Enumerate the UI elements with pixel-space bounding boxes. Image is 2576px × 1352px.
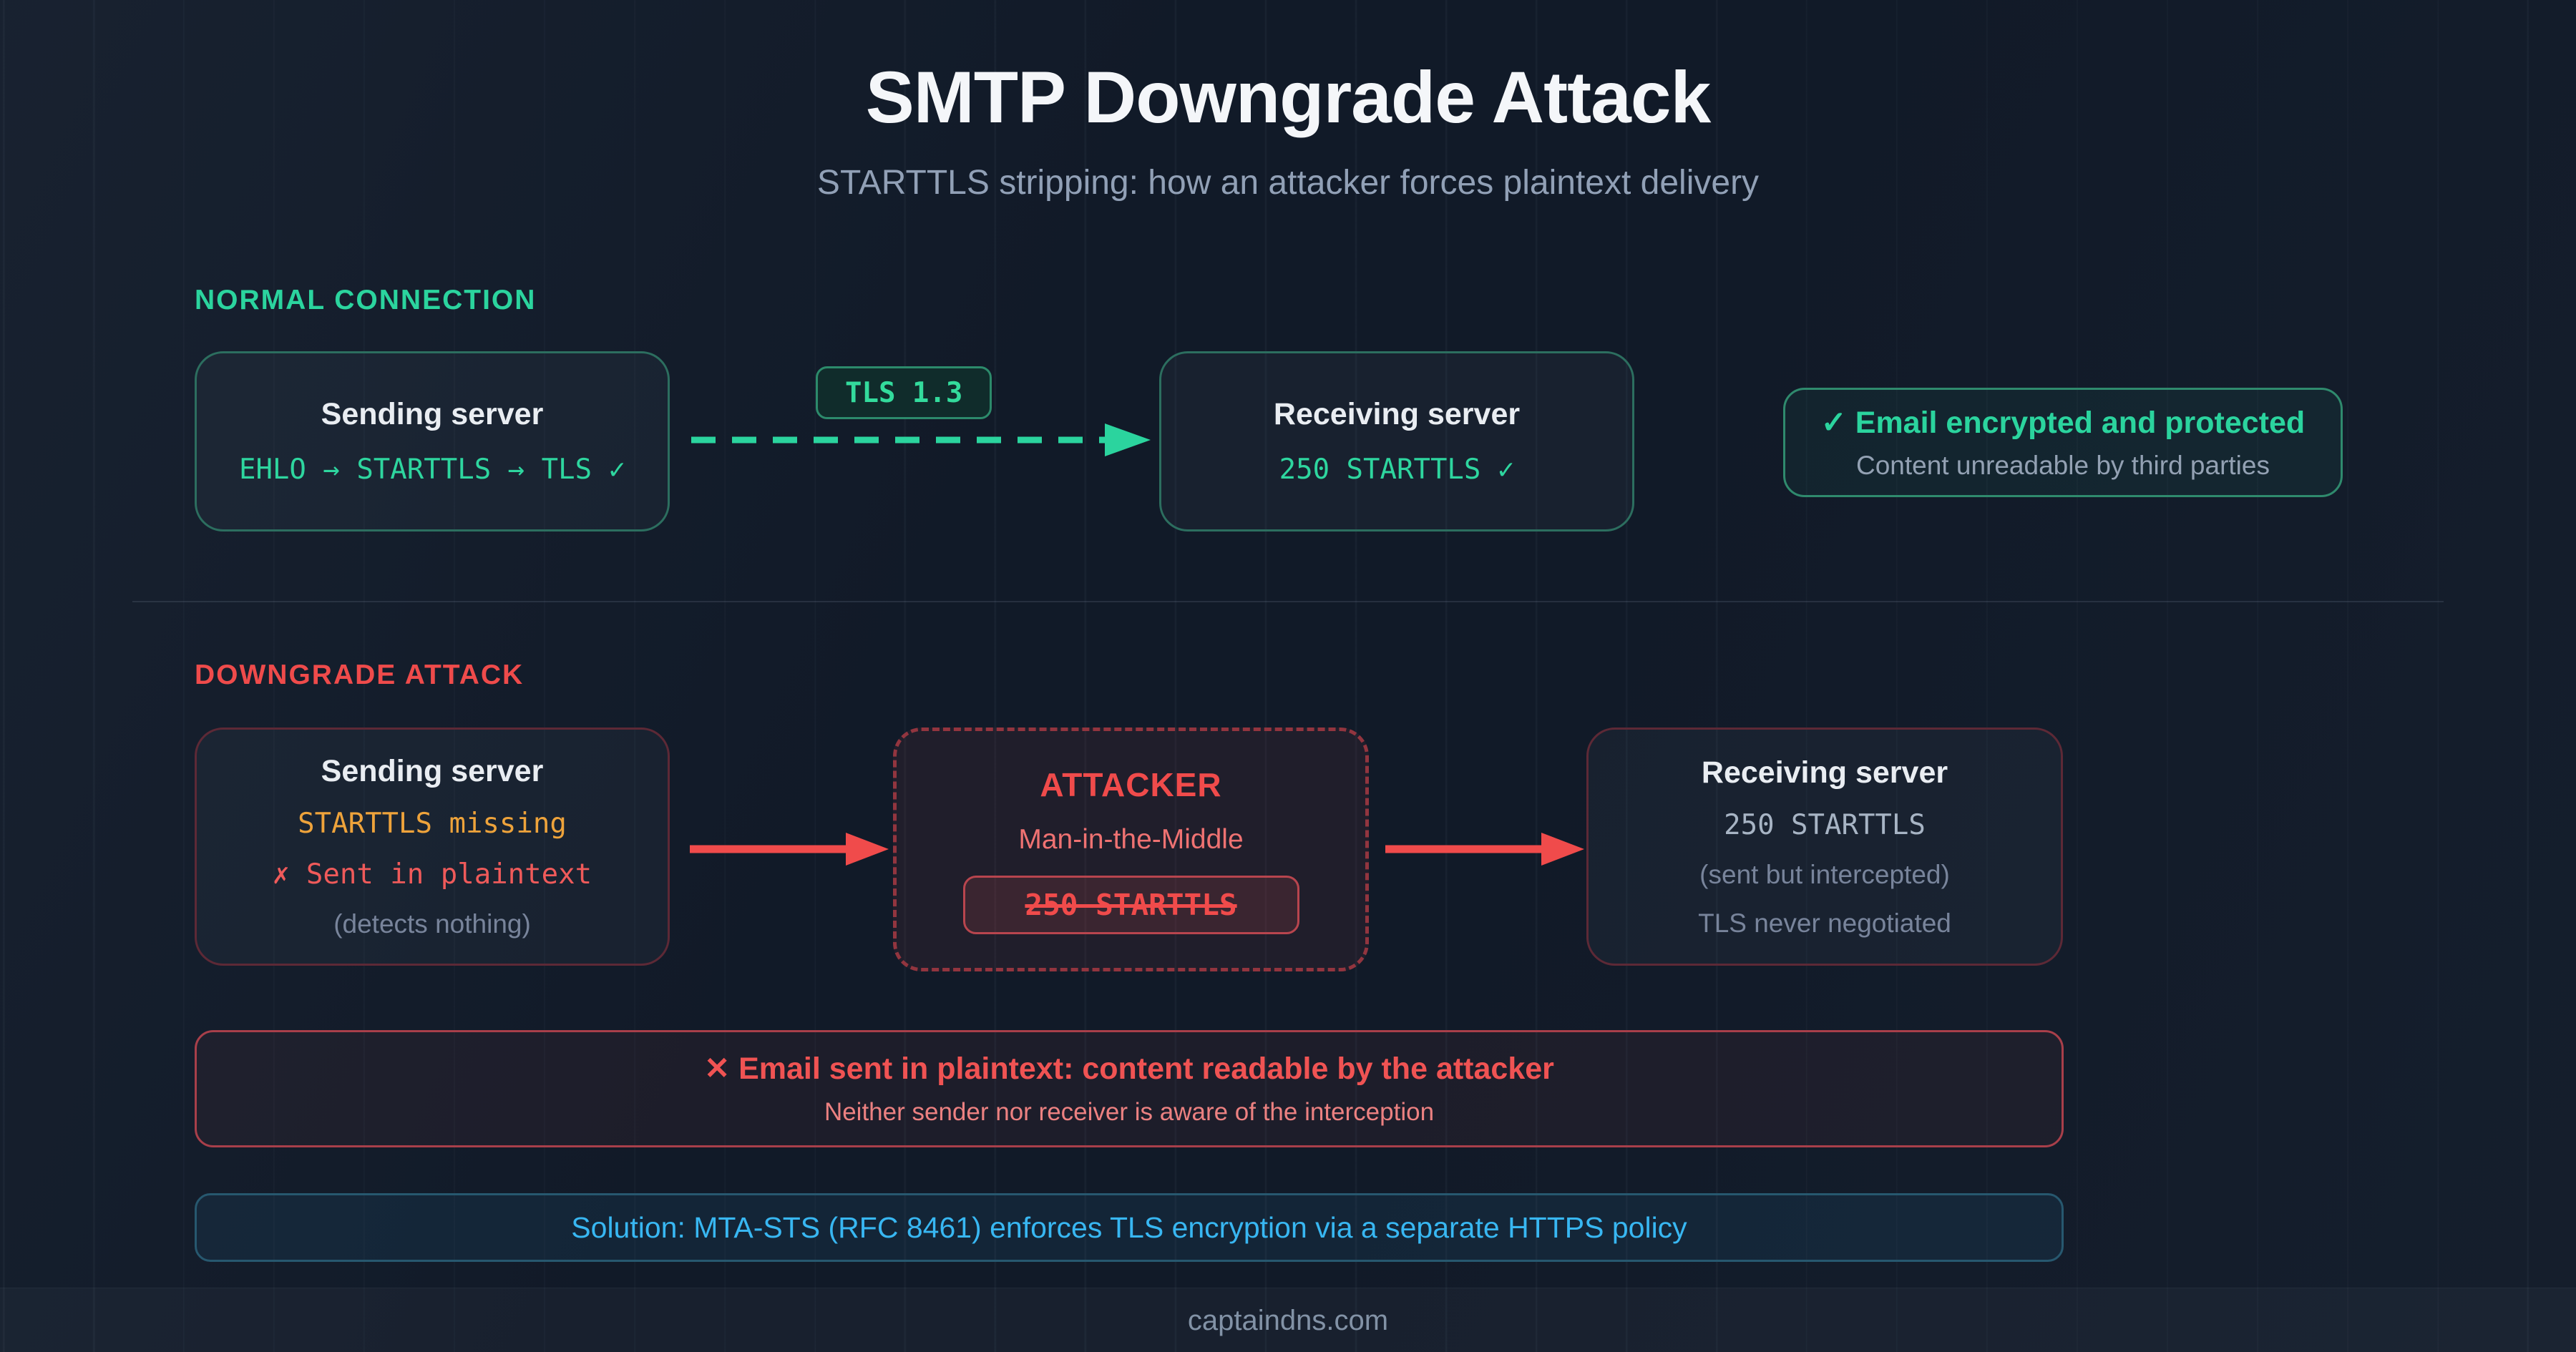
- sending-server-box-attack: Sending server STARTTLS missing ✗ Sent i…: [195, 728, 670, 966]
- attack-arrow-left-icon: [690, 833, 889, 866]
- page-title: SMTP Downgrade Attack: [865, 57, 1712, 138]
- encrypted-status-title: ✓ Email encrypted and protected: [1820, 405, 2306, 440]
- solution-text: Solution: MTA-STS (RFC 8461) enforces TL…: [571, 1210, 1687, 1244]
- attack-arrow-right-icon: [1385, 833, 1584, 866]
- smtp-handshake-line: EHLO → STARTTLS → TLS ✓: [238, 454, 626, 486]
- mitm-subtitle: Man-in-the-Middle: [1018, 823, 1244, 855]
- encrypted-status-box: ✓ Email encrypted and protected Content …: [1783, 388, 2343, 497]
- smtp-response-line: 250 STARTTLS ✓: [1279, 454, 1515, 486]
- server-title: Sending server: [321, 754, 544, 788]
- attacker-box: ATTACKER Man-in-the-Middle 250 STARTTLS: [893, 728, 1369, 971]
- receiving-server-box-attack: Receiving server 250 STARTTLS (sent but …: [1586, 728, 2063, 966]
- receiving-server-box-normal: Receiving server 250 STARTTLS ✓: [1159, 351, 1634, 532]
- smtp-response-line: 250 STARTTLS: [1724, 808, 1926, 841]
- attacker-title: ATTACKER: [1040, 765, 1222, 803]
- footer-domain: captaindns.com: [1187, 1304, 1389, 1336]
- plaintext-warning-banner: ✕ Email sent in plaintext: content reada…: [195, 1030, 2064, 1147]
- starttls-missing-line: STARTTLS missing: [298, 808, 567, 840]
- section-divider: [132, 601, 2444, 602]
- server-title: Receiving server: [1273, 397, 1521, 431]
- plaintext-sent-line: ✗ Sent in plaintext: [272, 858, 592, 891]
- page-subtitle: STARTTLS stripping: how an attacker forc…: [816, 164, 1760, 202]
- encrypted-connection-arrow-icon: [691, 423, 1151, 456]
- server-title: Receiving server: [1701, 755, 1948, 790]
- tls-version-badge: TLS 1.3: [816, 366, 992, 419]
- footer-bar: captaindns.com: [0, 1288, 2576, 1352]
- detects-nothing-note: (detects nothing): [333, 909, 531, 939]
- attack-section-label: DOWNGRADE ATTACK: [195, 660, 525, 690]
- normal-section-label: NORMAL CONNECTION: [195, 285, 537, 315]
- warning-subtitle: Neither sender nor receiver is aware of …: [824, 1098, 1435, 1126]
- tls-never-negotiated-note: TLS never negotiated: [1698, 908, 1951, 938]
- warning-title: ✕ Email sent in plaintext: content reada…: [704, 1052, 1554, 1086]
- sending-server-box-normal: Sending server EHLO → STARTTLS → TLS ✓: [195, 351, 670, 532]
- solution-banner: Solution: MTA-STS (RFC 8461) enforces TL…: [195, 1193, 2064, 1262]
- stripped-response-pill: 250 STARTTLS: [962, 875, 1299, 934]
- server-title: Sending server: [321, 397, 544, 431]
- encrypted-status-subtitle: Content unreadable by third parties: [1856, 450, 2270, 480]
- intercepted-note: (sent but intercepted): [1699, 859, 1950, 889]
